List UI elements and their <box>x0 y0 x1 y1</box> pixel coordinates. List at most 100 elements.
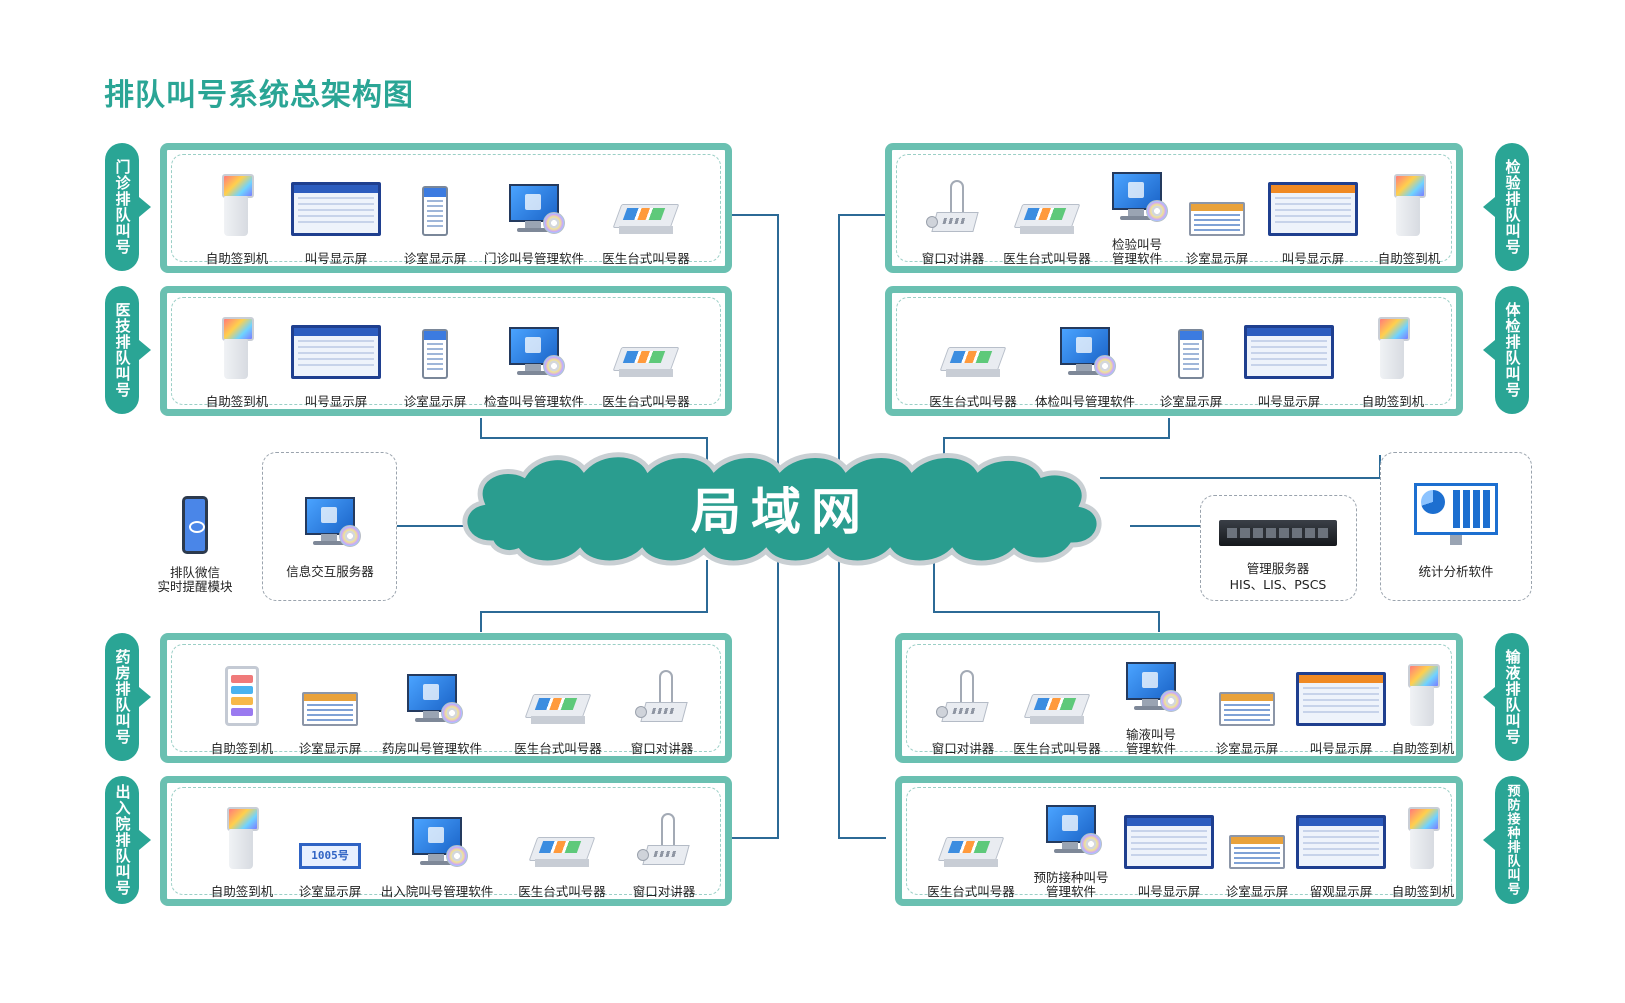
room-screen-icon <box>422 186 448 236</box>
device-label: 医生台式叫号器 <box>927 884 1015 899</box>
wechat-module: 排队微信 实时提醒模块 <box>140 478 250 596</box>
device-label: 自助签到机 <box>1391 884 1455 899</box>
intercom-icon <box>635 670 689 726</box>
device-label: 叫号显示屏 <box>1137 884 1201 899</box>
software-pc-icon <box>1112 172 1168 224</box>
infusion-software: 输液叫号 管理软件 <box>1096 646 1206 758</box>
device-label: 叫号显示屏 <box>304 394 368 409</box>
device-label: 窗口对讲器 <box>931 741 995 756</box>
vaccine-caller: 医生台式叫号器 <box>916 789 1026 901</box>
infusion-link-line <box>933 560 1160 632</box>
room-screen-icon <box>1219 692 1275 726</box>
physical-room-screen: 诊室显示屏 <box>1136 299 1246 411</box>
desk-caller-icon <box>1023 692 1091 726</box>
panel-medtech: 自助签到机 叫号显示屏 诊室显示屏 检查叫号管理软件 医生台式叫号器 <box>160 286 732 416</box>
tag-outpatient: 门诊排队叫号 <box>105 143 151 271</box>
kiosk-icon <box>220 317 254 379</box>
device-label: 诊室显示屏 <box>1225 884 1289 899</box>
room-screen-icon <box>1189 202 1245 236</box>
device-label: 叫号显示屏 <box>1281 251 1345 266</box>
device-label: 窗口对讲器 <box>632 884 696 899</box>
device-label: 医生台式叫号器 <box>929 394 1017 409</box>
vaccine-software: 预防接种叫号 管理软件 <box>1016 789 1126 901</box>
device-label: 自助签到机 <box>205 251 269 266</box>
device-label: 检验叫号 管理软件 <box>1111 237 1162 266</box>
pharmacy-software: 药房叫号管理软件 <box>377 646 487 758</box>
medtech-software: 检查叫号管理软件 <box>479 299 589 411</box>
medtech-kiosk: 自助签到机 <box>182 299 292 411</box>
panel-vaccine: 医生台式叫号器 预防接种叫号 管理软件 叫号显示屏 诊室显示屏 留观显示屏 自助… <box>895 776 1463 906</box>
panel-outpatient: 自助签到机 叫号显示屏 诊室显示屏 门诊叫号管理软件 医生台式叫号器 <box>160 143 732 273</box>
device-label: 诊室显示屏 <box>298 884 362 899</box>
device-label: 诊室显示屏 <box>1159 394 1223 409</box>
device-label: 自助签到机 <box>210 884 274 899</box>
infusion-kiosk: 自助签到机 <box>1368 646 1478 758</box>
mgmt-server-sub: HIS、LIS、PSCS <box>1229 577 1327 592</box>
physical-call-screen: 叫号显示屏 <box>1234 299 1344 411</box>
analytics-label: 统计分析软件 <box>1418 564 1494 579</box>
desk-caller-icon <box>528 835 596 869</box>
analytics-link-line <box>1100 455 1381 479</box>
panel-infusion: 窗口对讲器 医生台式叫号器 输液叫号 管理软件 诊室显示屏 叫号显示屏 自助签到… <box>895 633 1463 763</box>
lab-room-screen: 诊室显示屏 <box>1162 156 1272 268</box>
tag-vaccine: 预防接种排队叫号 <box>1483 776 1529 904</box>
device-label: 叫号显示屏 <box>1257 394 1321 409</box>
diagram-title: 排队叫号系统总架构图 <box>104 78 414 113</box>
device-label: 医生台式叫号器 <box>514 741 602 756</box>
device-label: 自助签到机 <box>210 741 274 756</box>
mgmt-server-box: 管理服务器 HIS、LIS、PSCS <box>1200 495 1357 601</box>
panel-physical: 医生台式叫号器 体检叫号管理软件 诊室显示屏 叫号显示屏 自助签到机 <box>885 286 1463 416</box>
desk-caller-icon <box>612 202 680 236</box>
tag-lab: 检验排队叫号 <box>1483 143 1529 271</box>
desk-caller-icon <box>524 692 592 726</box>
admission-kiosk: 自助签到机 <box>187 789 297 901</box>
kiosk-icon <box>1376 317 1410 379</box>
display-screen-icon <box>1296 815 1386 869</box>
device-label: 自助签到机 <box>1377 251 1441 266</box>
intercom-icon <box>936 670 990 726</box>
device-label: 诊室显示屏 <box>1185 251 1249 266</box>
outpatient-call-screen: 叫号显示屏 <box>281 156 391 268</box>
phone-icon <box>182 496 208 554</box>
lan-label: 局域网 <box>691 483 871 541</box>
lab-intercom: 窗口对讲器 <box>898 156 1008 268</box>
infusion-room-screen: 诊室显示屏 <box>1192 646 1302 758</box>
software-pc-icon <box>407 674 463 726</box>
admission-caller: 医生台式叫号器 <box>507 789 617 901</box>
infusion-caller: 医生台式叫号器 <box>1002 646 1112 758</box>
device-label: 叫号显示屏 <box>1309 741 1373 756</box>
info-server: 信息交互服务器 <box>275 469 385 581</box>
rack-server-icon <box>1219 520 1337 546</box>
device-label: 自助签到机 <box>1391 741 1455 756</box>
vaccine-call-screen: 叫号显示屏 <box>1114 789 1224 901</box>
device-label: 药房叫号管理软件 <box>381 741 482 756</box>
intercom-icon <box>637 813 691 869</box>
device-label: 叫号显示屏 <box>304 251 368 266</box>
medtech-room-screen: 诊室显示屏 <box>380 299 490 411</box>
analytics: 统计分析软件 <box>1401 469 1511 581</box>
pharmacy-intercom: 窗口对讲器 <box>607 646 717 758</box>
medtech-caller: 医生台式叫号器 <box>591 299 701 411</box>
room-screen-icon <box>302 692 358 726</box>
physical-caller: 医生台式叫号器 <box>918 299 1028 411</box>
lab-caller: 医生台式叫号器 <box>992 156 1102 268</box>
admission-intercom: 窗口对讲器 <box>609 789 719 901</box>
kiosk-icon <box>1406 664 1440 726</box>
kiosk-icon <box>225 807 259 869</box>
device-label: 诊室显示屏 <box>403 251 467 266</box>
software-pc-icon <box>305 497 361 549</box>
admission-room-screen: 1005号 诊室显示屏 <box>275 789 385 901</box>
desk-caller-icon <box>939 345 1007 379</box>
device-label: 门诊叫号管理软件 <box>483 251 584 266</box>
infusion-intercom: 窗口对讲器 <box>908 646 1018 758</box>
desk-caller-icon <box>1013 202 1081 236</box>
kiosk-icon <box>1406 807 1440 869</box>
display-screen-icon <box>1244 325 1334 379</box>
tag-medtech: 医技排队叫号 <box>105 286 151 414</box>
admission-software: 出入院叫号管理软件 <box>381 789 493 901</box>
analytics-box: 统计分析软件 <box>1380 452 1532 601</box>
physical-kiosk: 自助签到机 <box>1338 299 1448 411</box>
software-pc-icon <box>1126 662 1182 714</box>
analytics-chart-icon <box>1414 483 1498 549</box>
desk-caller-icon <box>937 835 1005 869</box>
